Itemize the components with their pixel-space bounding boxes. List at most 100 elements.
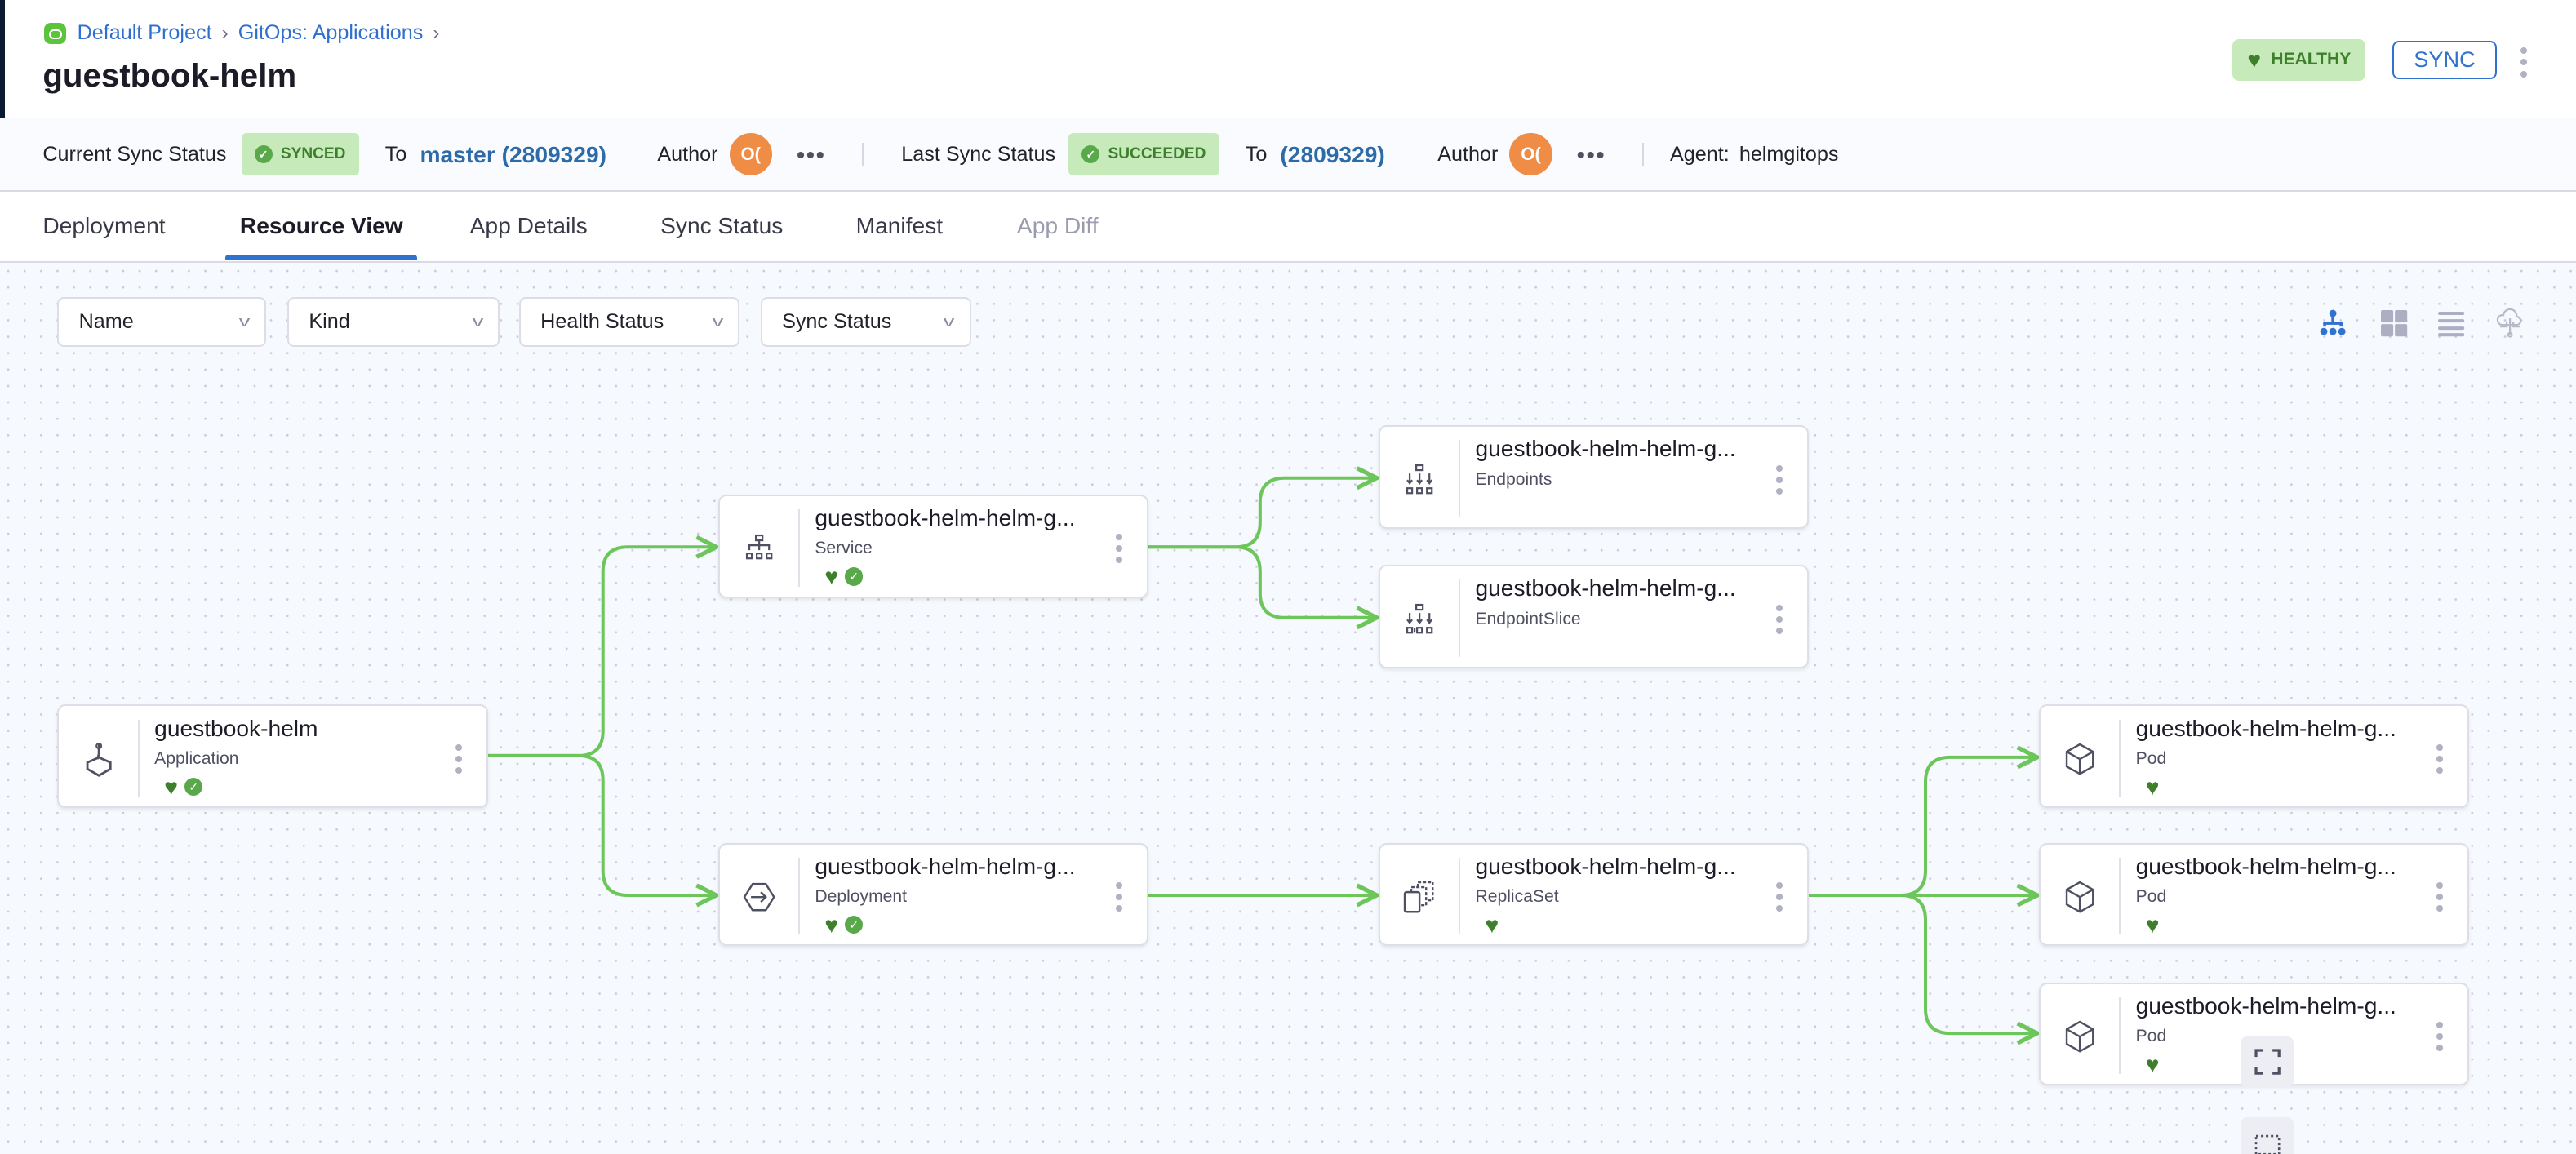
tab-manifest[interactable]: Manifest: [855, 211, 944, 238]
filter-label: Sync Status: [782, 310, 892, 333]
breadcrumb-applications[interactable]: GitOps: Applications: [238, 21, 424, 45]
active-tab-indicator: [224, 254, 418, 260]
author-avatar[interactable]: O(: [729, 133, 772, 176]
edge-service-endpointslice: [1148, 545, 1377, 618]
node-menu-icon[interactable]: [1115, 881, 1122, 912]
node-name: guestbook-helm-helm-g...: [1475, 575, 1736, 601]
cloud-network-icon[interactable]: [2495, 308, 2525, 339]
author-avatar[interactable]: O(: [1509, 133, 1552, 176]
last-target-link[interactable]: (2809329): [1280, 140, 1385, 167]
node-name: guestbook-helm-helm-g...: [2135, 992, 2396, 1019]
pod-cube-icon: [2065, 1020, 2094, 1053]
more-options-icon[interactable]: [2520, 47, 2527, 78]
sync-status-filter[interactable]: Sync Status v: [760, 297, 971, 347]
node-menu-icon[interactable]: [1775, 604, 1783, 634]
author-label: Author: [657, 142, 718, 166]
current-sync-label: Current Sync Status: [42, 142, 227, 166]
node-name: guestbook-helm: [154, 714, 318, 741]
node-name: guestbook-helm-helm-g...: [1475, 435, 1736, 462]
to-label: To: [1245, 142, 1268, 166]
node-menu-icon[interactable]: [2436, 1021, 2444, 1052]
more-icon[interactable]: •••: [797, 140, 826, 167]
list-view-icon[interactable]: [2436, 308, 2466, 338]
node-menu-icon[interactable]: [2436, 881, 2444, 912]
agent-label: Agent:: [1670, 142, 1730, 166]
node-menu-icon[interactable]: [1115, 534, 1122, 564]
breadcrumb-project[interactable]: Default Project: [77, 21, 212, 45]
to-label: To: [384, 142, 407, 166]
name-filter[interactable]: Name v: [57, 297, 267, 347]
chevron-down-icon: v: [944, 313, 955, 330]
pod-cube-icon: [2065, 881, 2094, 913]
edge-replicaset-pod1: [1809, 757, 2037, 897]
node-pod[interactable]: guestbook-helm-helm-g... Pod ♥: [2038, 842, 2470, 947]
node-endpointslice[interactable]: guestbook-helm-helm-g... EndpointSlice: [1378, 565, 1810, 669]
divider: [798, 857, 801, 935]
edge-replicaset-pod3: [1809, 893, 2037, 1033]
grid-view-icon[interactable]: [2379, 308, 2409, 338]
node-kind: Deployment: [815, 886, 908, 906]
fit-to-screen-button[interactable]: [2241, 1036, 2294, 1088]
heart-icon: ♥: [164, 774, 178, 801]
expand-icon: [2254, 1049, 2281, 1075]
heart-icon: ♥: [2145, 912, 2160, 939]
last-sync-label: Last Sync Status: [901, 142, 1056, 166]
gitops-logo-icon: [44, 22, 66, 44]
node-menu-icon[interactable]: [455, 743, 462, 774]
selection-tool-button[interactable]: [2241, 1116, 2294, 1154]
synced-check-icon: ✓: [184, 778, 203, 797]
node-replicaset[interactable]: guestbook-helm-helm-g... ReplicaSet ♥: [1378, 842, 1810, 947]
kind-filter[interactable]: Kind v: [287, 297, 500, 347]
chevron-down-icon: v: [712, 313, 723, 330]
filter-label: Health Status: [540, 310, 664, 333]
tree-view-icon[interactable]: [2318, 308, 2347, 338]
divider: [2119, 996, 2121, 1075]
node-kind: Pod: [2135, 1026, 2167, 1045]
tab-app-details[interactable]: App Details: [469, 211, 588, 238]
tab-resource-view[interactable]: Resource View: [239, 211, 403, 238]
node-application[interactable]: guestbook-helm Application ♥✓: [57, 704, 488, 809]
more-icon[interactable]: •••: [1576, 140, 1606, 167]
node-kind: Endpoints: [1475, 469, 1552, 489]
health-status-filter[interactable]: Health Status v: [519, 297, 739, 347]
synced-label: SYNCED: [280, 145, 346, 163]
deployment-icon: [743, 882, 775, 912]
succeeded-badge: ✓SUCCEEDED: [1068, 133, 1219, 176]
heart-icon: ♥: [2145, 774, 2160, 801]
node-service[interactable]: guestbook-helm-helm-g... Service ♥✓: [717, 494, 1148, 598]
check-icon: ✓: [254, 145, 273, 164]
tab-deployment[interactable]: Deployment: [42, 211, 166, 238]
node-kind: EndpointSlice: [1475, 609, 1581, 628]
divider: [1459, 857, 1461, 935]
endpointslice-icon: [1406, 603, 1433, 633]
filter-label: Name: [78, 310, 134, 333]
synced-badge: ✓ SYNCED: [241, 133, 359, 176]
node-kind: Pod: [2135, 886, 2167, 906]
sync-button[interactable]: SYNC: [2392, 41, 2498, 79]
breadcrumb: Default Project › GitOps: Applications ›: [44, 21, 442, 45]
divider: [798, 508, 801, 587]
tab-sync-status[interactable]: Sync Status: [660, 211, 784, 238]
divider: [2119, 719, 2121, 797]
node-menu-icon[interactable]: [1775, 881, 1783, 912]
node-name: guestbook-helm-helm-g...: [815, 852, 1076, 879]
current-target-link[interactable]: master (2809329): [420, 140, 606, 167]
filter-label: Kind: [309, 310, 350, 333]
marquee-select-icon: [2254, 1134, 2281, 1154]
node-pod[interactable]: guestbook-helm-helm-g... Pod ♥: [2038, 982, 2470, 1086]
node-kind: Service: [815, 539, 873, 558]
service-icon: [745, 535, 773, 560]
application-icon: [86, 742, 112, 777]
node-deployment[interactable]: guestbook-helm-helm-g... Deployment ♥✓: [717, 842, 1148, 947]
check-icon: ✓: [1081, 145, 1100, 164]
node-menu-icon[interactable]: [1775, 464, 1783, 495]
node-kind: ReplicaSet: [1475, 886, 1559, 906]
node-endpoints[interactable]: guestbook-helm-helm-g... Endpoints: [1378, 425, 1810, 530]
node-pod[interactable]: guestbook-helm-helm-g... Pod ♥: [2038, 704, 2470, 809]
chevron-down-icon: v: [472, 313, 484, 330]
chevron-down-icon: v: [238, 313, 251, 330]
health-badge-label: HEALTHY: [2271, 50, 2352, 69]
tab-app-diff: App Diff: [1016, 211, 1099, 238]
node-menu-icon[interactable]: [2436, 743, 2444, 774]
